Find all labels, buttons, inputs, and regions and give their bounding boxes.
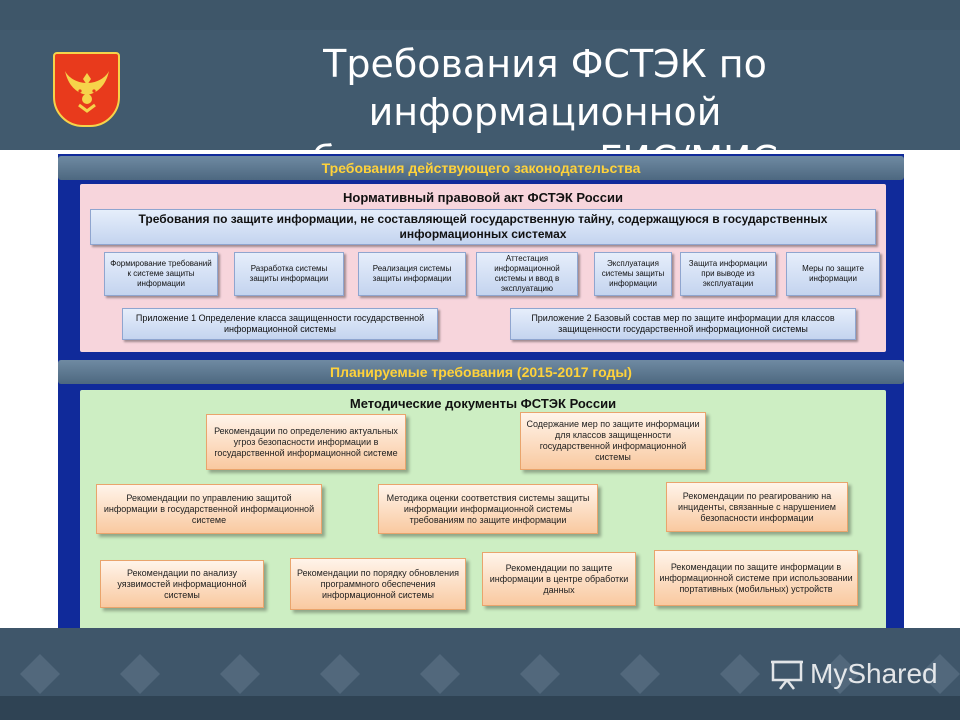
item-attestation: Аттестация информационной системы и ввод… [476,252,578,296]
banner-current-law: Требования действующего законодательства [58,156,904,180]
doc-mobile-devices: Рекомендации по защите информации в инфо… [654,550,858,606]
doc-incident-response: Рекомендации по реагированию на инцидент… [666,482,848,532]
doc-threat-identification: Рекомендации по определению актуальных у… [206,414,406,470]
page-title: Требования ФСТЭК по информационной безоп… [150,40,940,182]
item-requirements-formation: Формирование требований к системе защиты… [104,252,218,296]
ornament-pattern-icon [20,654,960,694]
doc-measures-content: Содержание мер по защите информации для … [520,412,706,470]
banner-planned-requirements: Планируемые требования (2015-2017 годы) [58,360,904,384]
panel-title-regulatory-act: Нормативный правовой акт ФСТЭК России [342,190,623,205]
bottom-strip [0,696,960,720]
doc-software-update: Рекомендации по порядку обновления прогр… [290,558,466,610]
diagram-area: Требования действующего законодательства… [58,154,904,662]
item-operation: Эксплуатация системы защиты информации [594,252,672,296]
appendix-1-box: Приложение 1 Определение класса защищенн… [122,308,438,340]
panel-regulatory-act: Нормативный правовой акт ФСТЭК России Тр… [80,184,886,352]
watermark-text: MyShared [810,658,938,689]
item-protection-measures: Меры по защите информации [786,252,880,296]
doc-vulnerability-analysis: Рекомендации по анализу уязвимостей инфо… [100,560,264,608]
doc-data-center-protection: Рекомендации по защите информации в цент… [482,552,636,606]
item-decommissioning: Защита информации при выводе из эксплуат… [680,252,776,296]
appendix-2-box: Приложение 2 Базовый состав мер по защит… [510,308,856,340]
presentation-board-icon [771,660,803,690]
header-bar [0,30,960,150]
item-system-implementation: Реализация системы защиты информации [358,252,466,296]
main-requirements-box: Требования по защите информации, не сост… [90,209,876,245]
item-system-development: Разработка системы защиты информации [234,252,344,296]
top-strip [0,0,960,30]
title-line-1: Требования ФСТЭК по информационной [323,42,767,134]
komi-republic-emblem-icon [53,52,120,127]
watermark: MyShared [770,654,950,694]
panel-methodical-documents: Методические документы ФСТЭК России Реко… [80,390,886,652]
doc-compliance-assessment: Методика оценки соответствия системы защ… [378,484,598,534]
doc-protection-management: Рекомендации по управлению защитой инфор… [96,484,322,534]
panel-title-methodical-documents: Методические документы ФСТЭК России [349,396,617,411]
